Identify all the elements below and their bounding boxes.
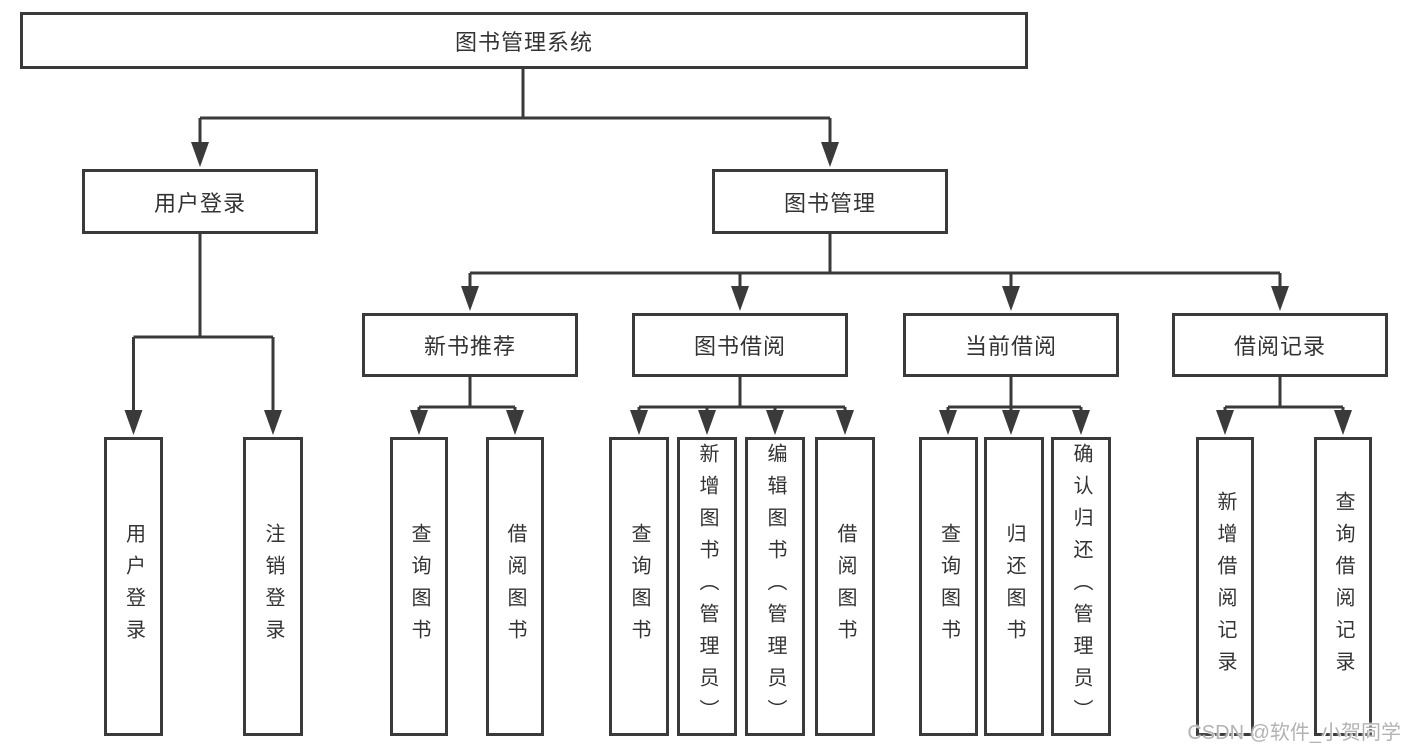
node-current-borrow: 当前借阅 xyxy=(903,313,1119,377)
leaf-logout: 注销登录 xyxy=(243,437,303,736)
node-borrow-records-label: 借阅记录 xyxy=(1233,334,1326,359)
leaf-borrow-books-label: 借阅图书 xyxy=(834,522,856,651)
leaf-query-books-recommend-label: 查询图书 xyxy=(408,522,430,651)
leaf-borrow-books-recommend-label: 借阅图书 xyxy=(504,522,526,651)
node-book-management: 图书管理 xyxy=(712,169,948,234)
leaf-query-books-borrow: 查询图书 xyxy=(609,437,669,736)
node-user-login: 用户登录 xyxy=(82,169,318,234)
leaf-logout-label: 注销登录 xyxy=(262,522,284,651)
leaf-add-book-admin: 新增图书（管理员） xyxy=(677,437,737,736)
node-new-book-recommend: 新书推荐 xyxy=(362,313,578,377)
leaf-query-borrow-record-label: 查询借阅记录 xyxy=(1332,490,1354,683)
leaf-confirm-return-admin-label: 确认归还（管理员） xyxy=(1070,442,1092,731)
node-book-management-label: 图书管理 xyxy=(783,190,876,216)
leaf-confirm-return-admin: 确认归还（管理员） xyxy=(1051,437,1111,736)
leaf-query-borrow-record: 查询借阅记录 xyxy=(1314,437,1372,736)
node-current-borrow-label: 当前借阅 xyxy=(964,334,1057,359)
node-borrow-records: 借阅记录 xyxy=(1172,313,1388,377)
leaf-add-borrow-record: 新增借阅记录 xyxy=(1196,437,1254,736)
node-system-root: 图书管理系统 xyxy=(20,12,1028,69)
leaf-query-books-recommend: 查询图书 xyxy=(390,437,448,736)
leaf-query-books-current: 查询图书 xyxy=(919,437,978,736)
leaf-borrow-books: 借阅图书 xyxy=(815,437,875,736)
leaf-add-borrow-record-label: 新增借阅记录 xyxy=(1214,490,1236,683)
leaf-query-books-current-label: 查询图书 xyxy=(937,522,960,651)
node-book-borrow-label: 图书借阅 xyxy=(693,334,786,359)
watermark: CSDN @软件_小贺同学 xyxy=(1187,722,1401,744)
node-system-root-label: 图书管理系统 xyxy=(454,29,593,55)
leaf-query-books-borrow-label: 查询图书 xyxy=(628,522,650,651)
node-book-borrow: 图书借阅 xyxy=(632,313,848,377)
leaf-edit-book-admin: 编辑图书（管理员） xyxy=(745,437,805,736)
leaf-add-book-admin-label: 新增图书（管理员） xyxy=(696,442,718,731)
leaf-user-login: 用户登录 xyxy=(104,437,163,736)
node-new-book-recommend-label: 新书推荐 xyxy=(423,334,516,359)
leaf-edit-book-admin-label: 编辑图书（管理员） xyxy=(764,442,786,731)
node-user-login-label: 用户登录 xyxy=(153,190,246,216)
leaf-return-book: 归还图书 xyxy=(984,437,1044,736)
leaf-user-login-label: 用户登录 xyxy=(122,522,145,651)
leaf-borrow-books-recommend: 借阅图书 xyxy=(486,437,544,736)
leaf-return-book-label: 归还图书 xyxy=(1003,522,1025,651)
